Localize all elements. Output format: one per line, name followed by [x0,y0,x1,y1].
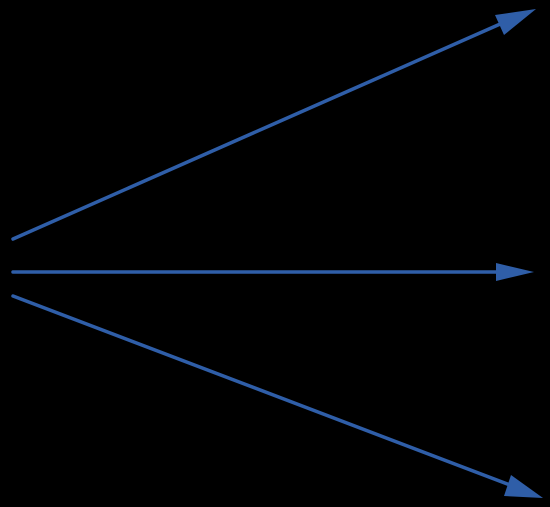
arrow-upper-shaft [11,19,509,241]
arrow-middle-head [496,263,534,281]
arrow-middle [11,263,534,281]
arrow-lower-shaft [11,294,512,487]
arrow-upper [11,9,536,241]
arrow-upper-head [495,9,536,35]
arrow-lower-head [504,475,543,498]
arrow-lower [11,294,543,498]
